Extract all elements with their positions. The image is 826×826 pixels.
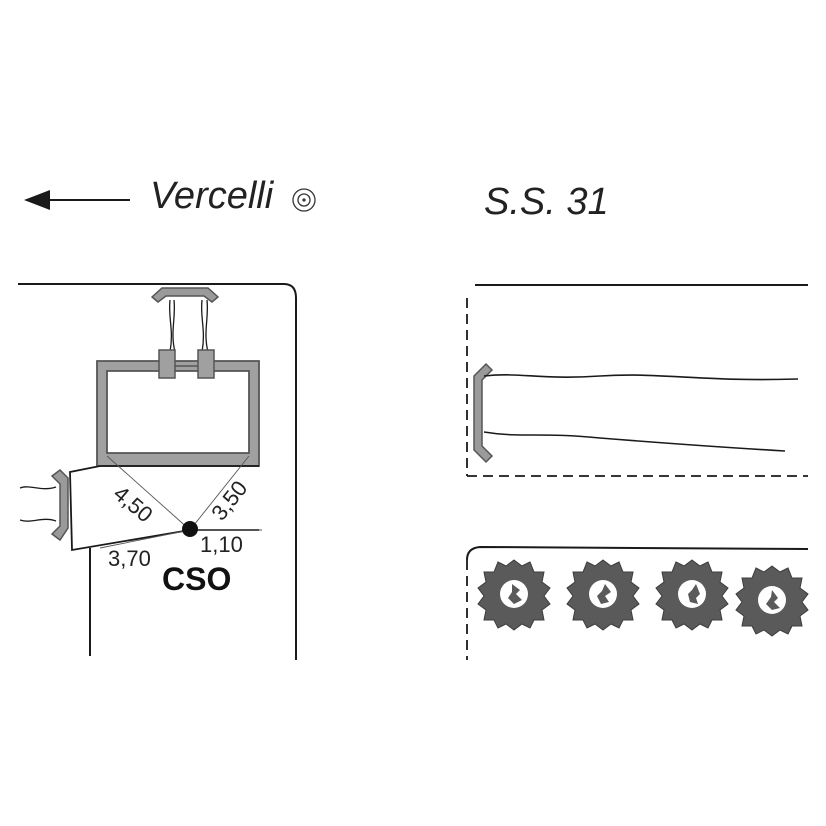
lower-block-outline (466, 545, 809, 561)
measure-label-3-50: 3,50 (206, 476, 252, 525)
parking-area-dashed (466, 298, 808, 477)
station-symbol-icon (292, 188, 316, 212)
tree-icon (655, 559, 729, 631)
measure-label-3-70: 3,70 (108, 546, 151, 571)
left-gate (19, 469, 69, 542)
building (96, 349, 260, 467)
measure-label-1-10: 1,10 (200, 532, 243, 557)
tree-icon (566, 559, 640, 631)
left-block-outline (18, 283, 297, 660)
tree-row (477, 559, 809, 637)
right-gate (473, 362, 799, 464)
tree-icon (477, 559, 551, 631)
direction-label: Vercelli (150, 175, 275, 217)
direction-arrow (24, 190, 130, 210)
tree-icon (735, 565, 809, 637)
road-label: S.S. 31 (484, 181, 609, 223)
measure-label-4-50: 4,50 (109, 481, 158, 528)
cso-label: CSO (162, 561, 231, 597)
measurement-lines (99, 455, 262, 549)
top-gate (150, 287, 220, 353)
cso-point (182, 521, 198, 537)
